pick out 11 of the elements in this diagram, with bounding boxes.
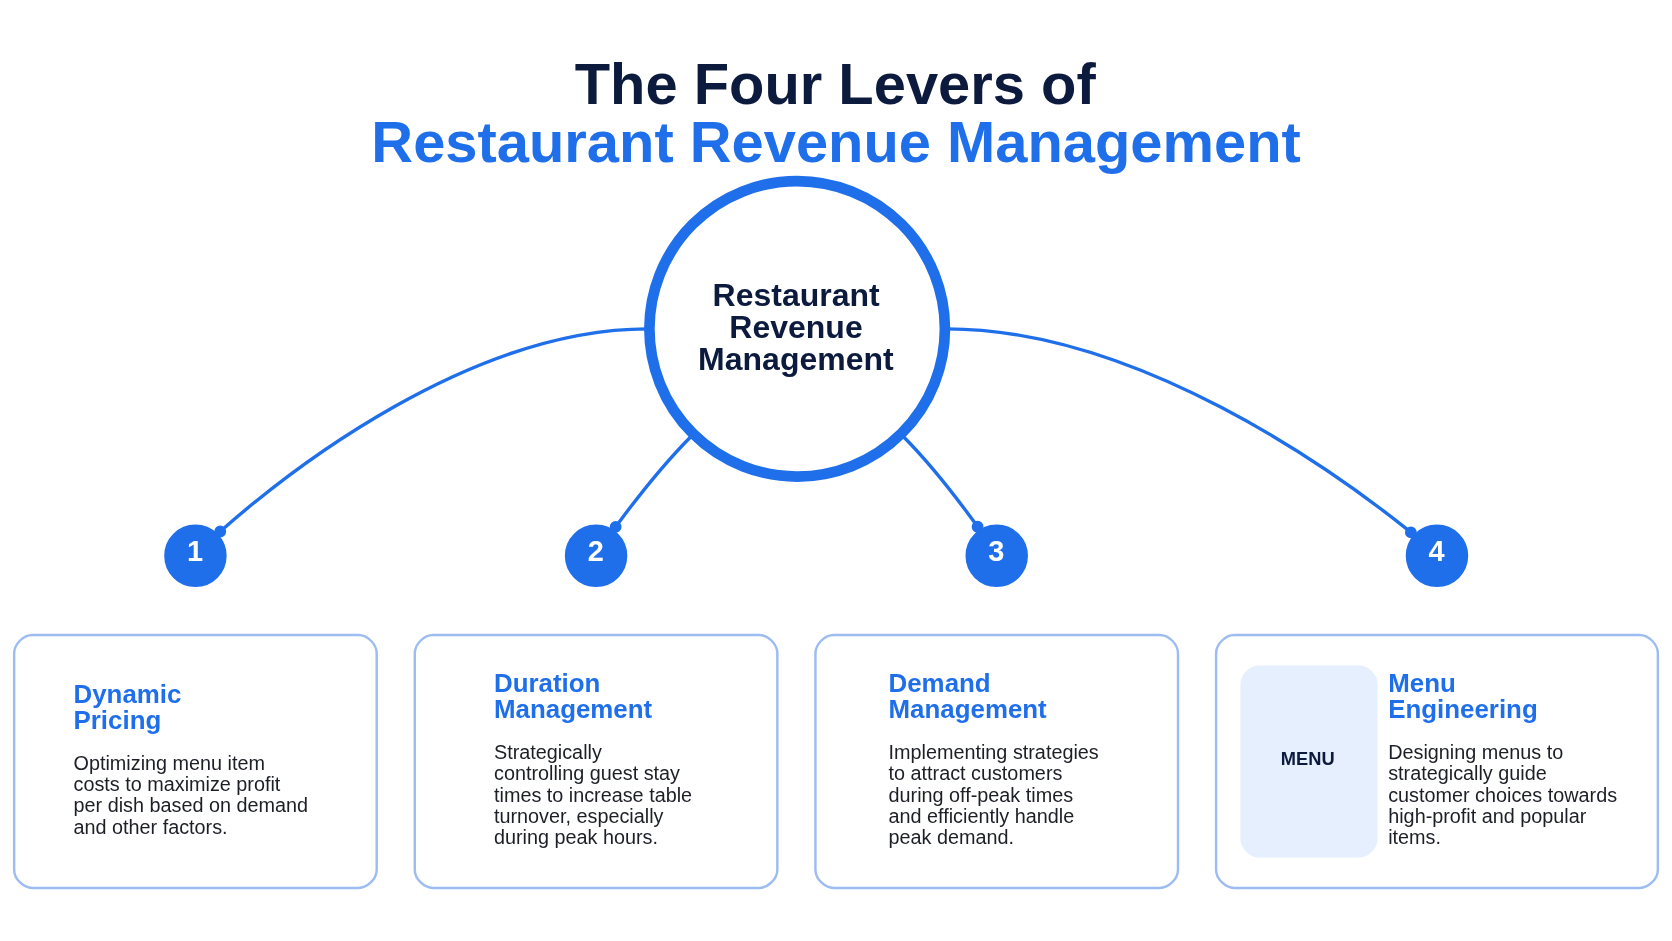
node-circle: 2 xyxy=(564,524,628,588)
node-box: Duration Management Strategically controlling guest stay times to increase table turnover, especially during peak hours. xyxy=(413,633,779,890)
node-box: Dynamic Pricing Optimizing menu item costs to maximize profit per dish based on demand and other factors. xyxy=(12,633,378,890)
node-box: Demand Management Implementing strategies to attract customers during off-peak times and efficiently handle peak demand. xyxy=(814,633,1180,890)
connector xyxy=(901,434,984,533)
connector xyxy=(609,434,694,533)
connector xyxy=(214,327,648,538)
diagram-title: The Four Levers of Restaurant Revenue Management xyxy=(371,51,1301,174)
node-circle: 3 xyxy=(965,524,1028,588)
node-circle: Restaurant Revenue Management xyxy=(644,175,951,482)
node-box: MENU Menu Engineering Designing menus to strategically guide customer choices towards high-profit and popular items. xyxy=(1214,633,1660,890)
